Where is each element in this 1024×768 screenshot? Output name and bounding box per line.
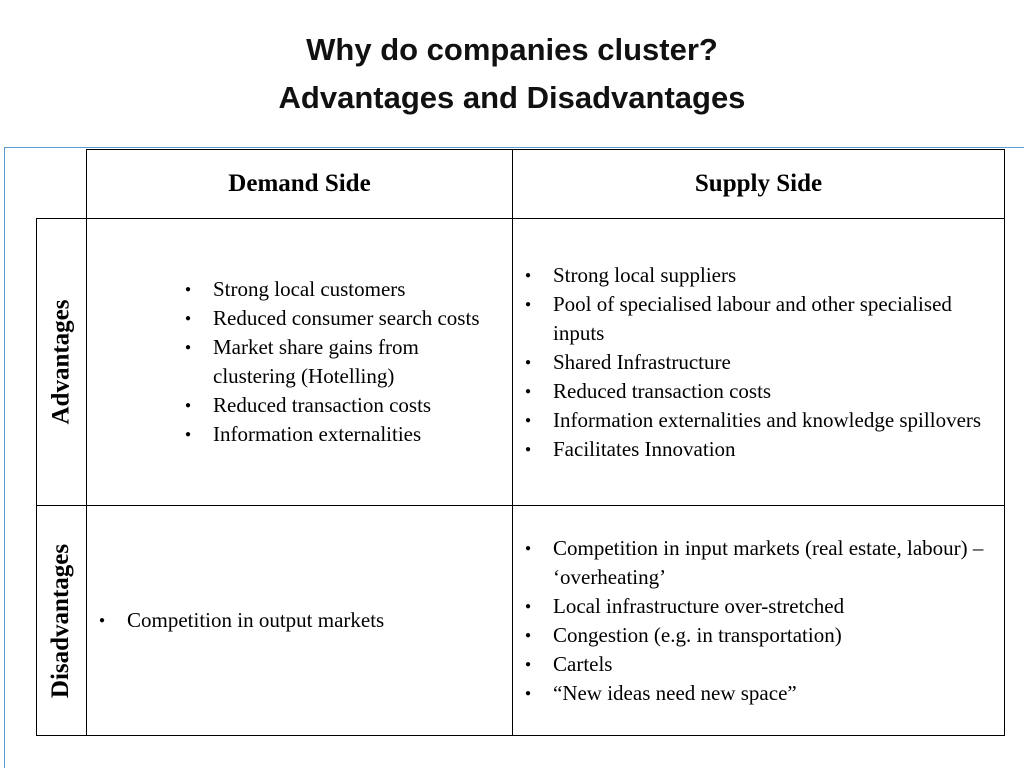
- advantage-supply-item: Strong local suppliers: [513, 261, 996, 290]
- advantage-demand-item: Market share gains from clustering (Hote…: [173, 333, 504, 391]
- advantages-demand-list: Strong local customersReduced consumer s…: [173, 275, 504, 449]
- advantage-supply-item: Reduced transaction costs: [513, 377, 996, 406]
- header-demand-side: Demand Side: [86, 149, 513, 219]
- title-line-1: Why do companies cluster?: [306, 32, 718, 67]
- disadvantage-supply-item: Competition in input markets (real estat…: [513, 534, 996, 592]
- slide-frame-line: [4, 147, 1024, 768]
- header-demand-label: Demand Side: [228, 170, 371, 197]
- advantage-demand-item: Reduced consumer search costs: [173, 304, 504, 333]
- row-label-disadvantages: Disadvantages: [36, 505, 87, 736]
- cell-advantages-supply: Strong local suppliersPool of specialise…: [512, 218, 1005, 506]
- advantage-supply-item: Information externalities and knowledge …: [513, 406, 996, 435]
- disadvantages-demand-list: Competition in output markets: [87, 606, 384, 635]
- disadvantage-supply-item: Local infrastructure over-stretched: [513, 592, 996, 621]
- advantage-supply-item: Pool of specialised labour and other spe…: [513, 290, 996, 348]
- cell-advantages-demand: Strong local customersReduced consumer s…: [86, 218, 513, 506]
- advantage-demand-item: Information externalities: [173, 420, 504, 449]
- cell-disadvantages-demand: Competition in output markets: [86, 505, 513, 736]
- advantages-supply-list: Strong local suppliersPool of specialise…: [513, 261, 996, 464]
- advantage-supply-item: Facilitates Innovation: [513, 435, 996, 464]
- disadvantage-demand-item: Competition in output markets: [87, 606, 384, 635]
- header-supply-side: Supply Side: [512, 149, 1005, 219]
- row-label-advantages: Advantages: [36, 218, 87, 506]
- slide-title: Why do companies cluster? Advantages and…: [0, 26, 1024, 122]
- disadvantage-supply-item: “New ideas need new space”: [513, 679, 996, 708]
- cell-disadvantages-supply: Competition in input markets (real estat…: [512, 505, 1005, 736]
- row-label-disadvantages-text: Disadvantages: [47, 543, 75, 698]
- disadvantage-supply-item: Cartels: [513, 650, 996, 679]
- advantage-demand-item: Strong local customers: [173, 275, 504, 304]
- disadvantage-supply-item: Congestion (e.g. in transportation): [513, 621, 996, 650]
- disadvantages-supply-list: Competition in input markets (real estat…: [513, 534, 996, 708]
- advantage-demand-item: Reduced transaction costs: [173, 391, 504, 420]
- advantage-supply-item: Shared Infrastructure: [513, 348, 996, 377]
- title-line-2: Advantages and Disadvantages: [278, 80, 746, 115]
- row-label-advantages-text: Advantages: [47, 299, 75, 425]
- header-supply-label: Supply Side: [694, 170, 823, 197]
